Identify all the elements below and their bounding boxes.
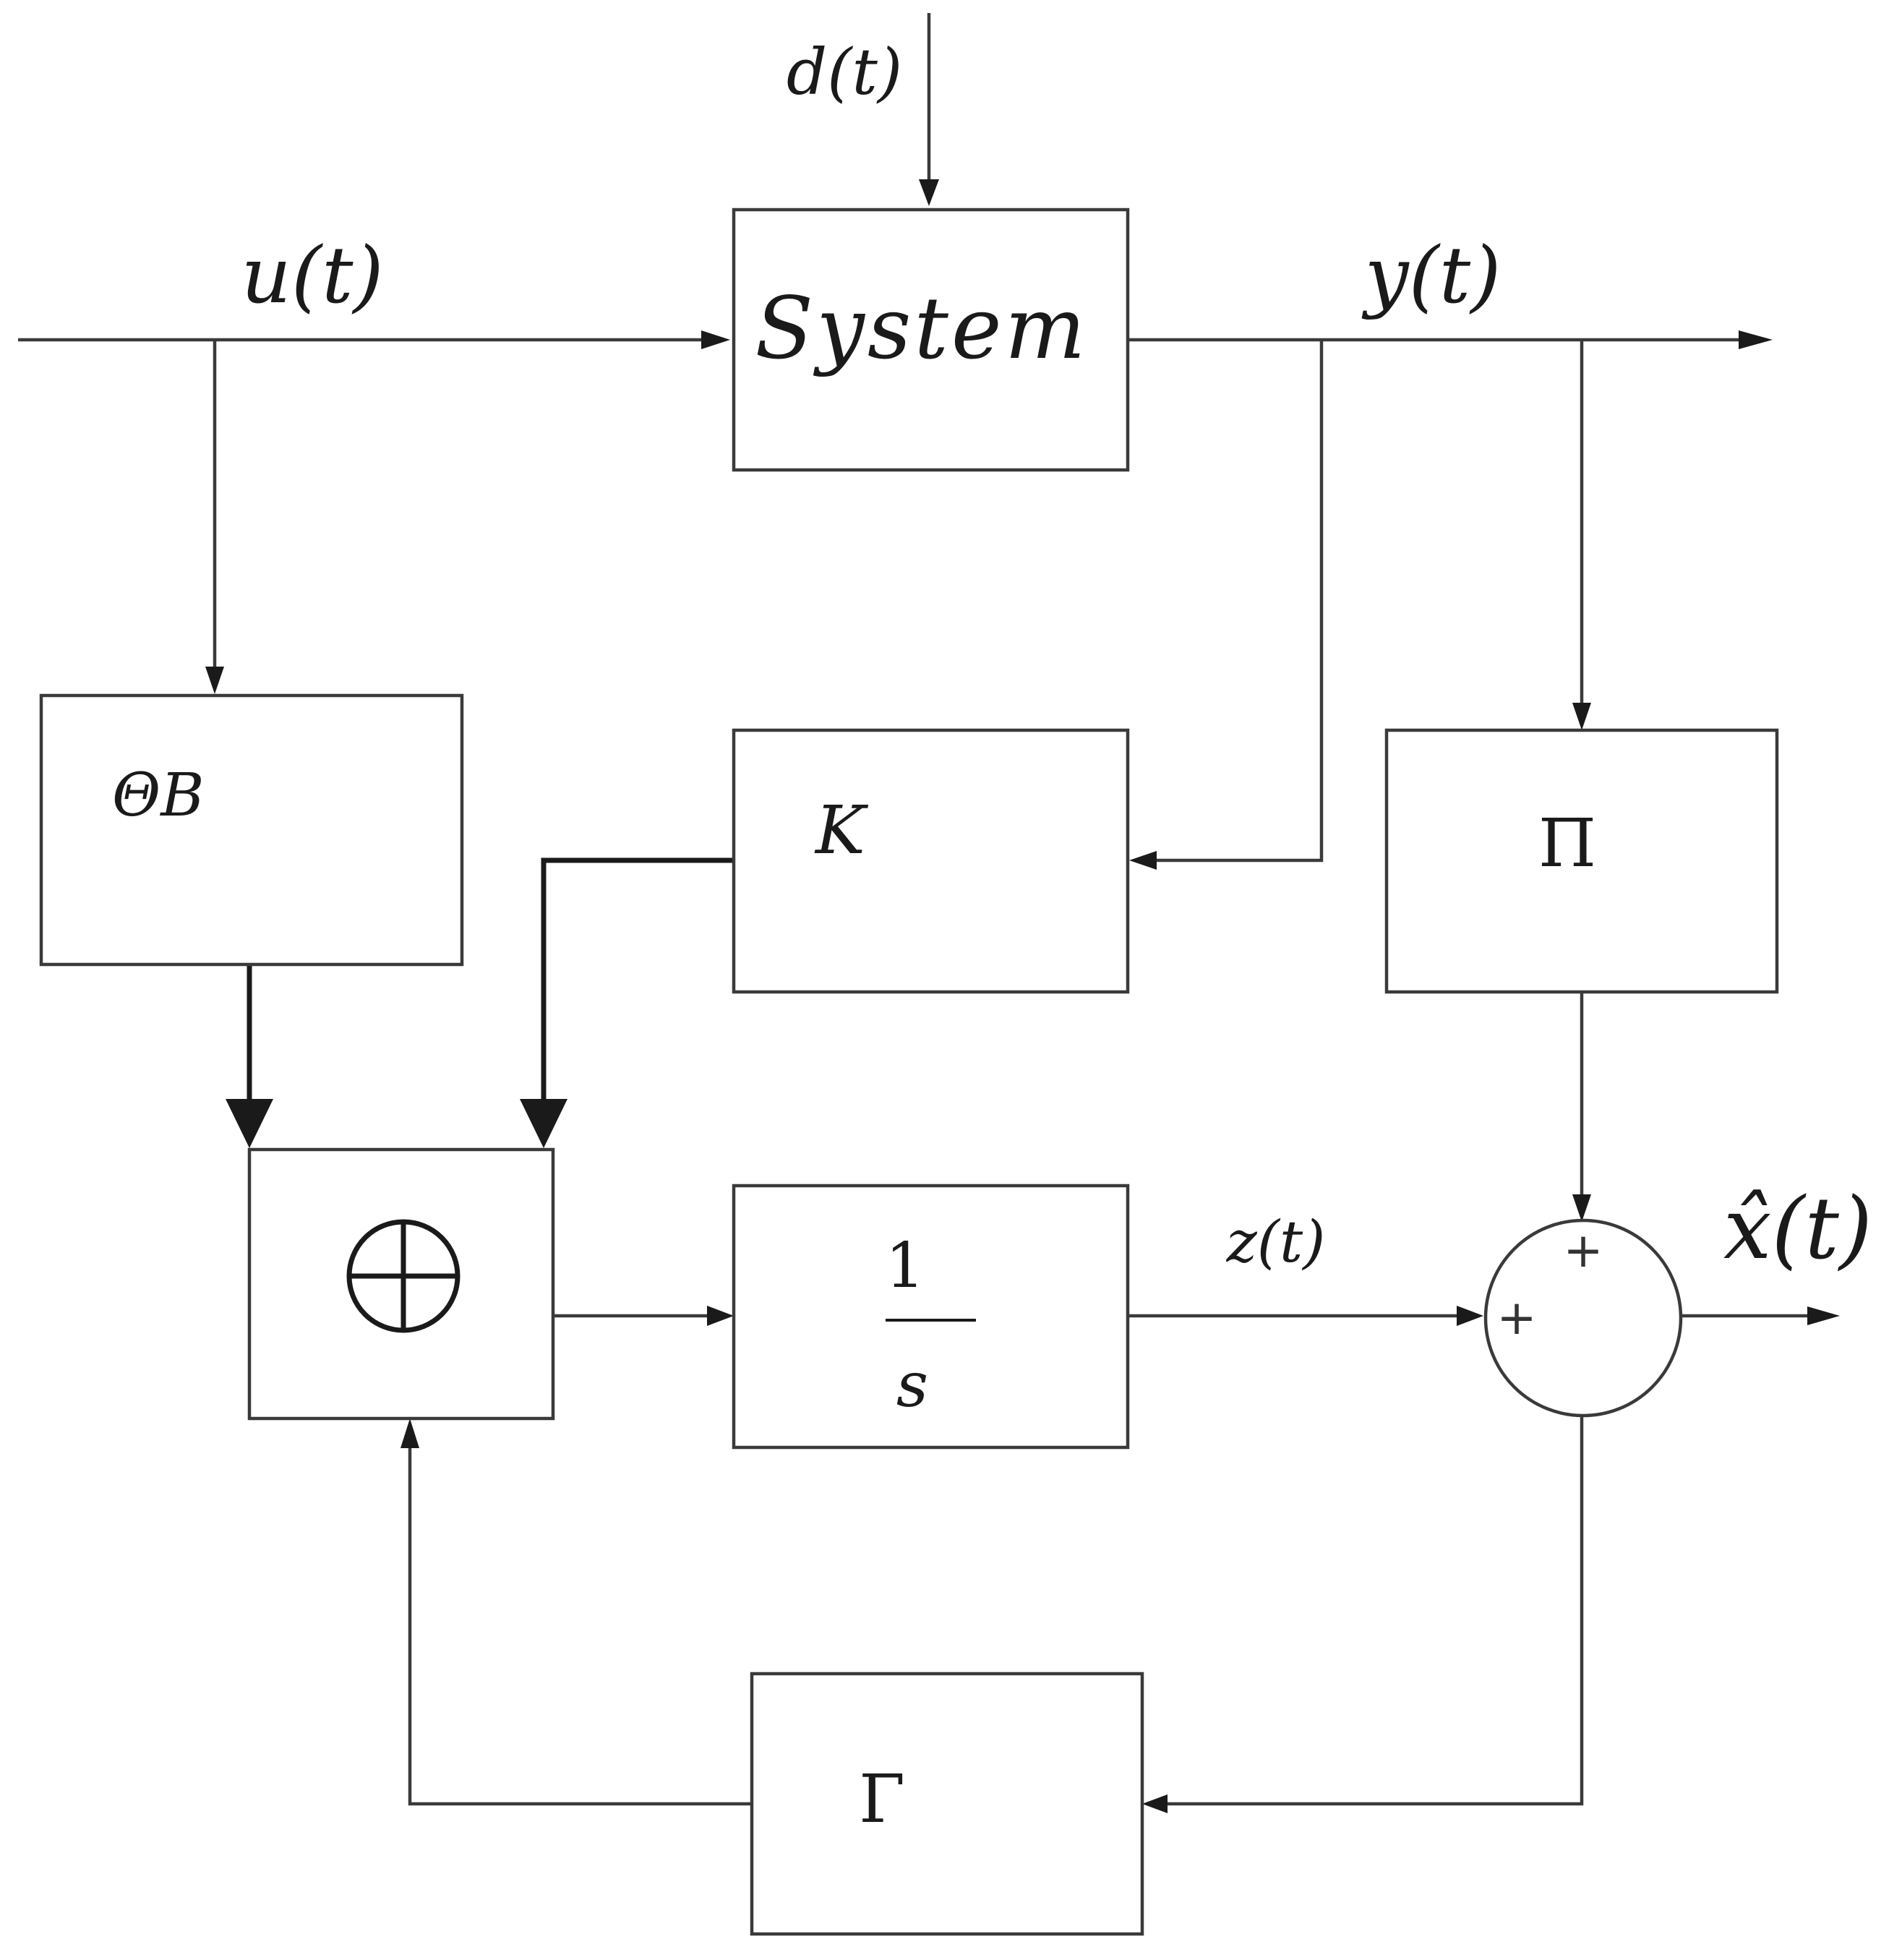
k-label: K <box>814 792 869 869</box>
arrowhead-input <box>701 330 730 349</box>
k-block: K <box>732 728 1130 994</box>
arrowhead-pi-to-junction <box>1572 1194 1591 1222</box>
arrowhead-thetab-to-sum <box>226 1099 273 1148</box>
wire-output-to-k <box>1153 340 1324 863</box>
summing-junction: + + <box>1483 1218 1683 1418</box>
wires <box>18 13 1815 1806</box>
arrowhead-k <box>1129 851 1157 870</box>
integrator-block: 1 s <box>732 1184 1130 1450</box>
arrowhead-output <box>1739 330 1773 349</box>
output-label: y(t) <box>1361 231 1502 321</box>
disturbance-label: d(t) <box>787 35 902 109</box>
system-block: System <box>732 207 1130 472</box>
wire-gamma-to-sum <box>408 1442 752 1806</box>
estimate-label: x̂(t) <box>1723 1178 1872 1278</box>
theta-b-block: ΘB <box>39 693 464 967</box>
theta-b-label: ΘB <box>112 761 204 830</box>
summer-block <box>247 1147 555 1421</box>
integrator-denominator: s <box>896 1349 928 1421</box>
arrowhead-z <box>1457 1306 1483 1326</box>
gamma-label: Γ <box>859 1760 905 1838</box>
arrowhead-disturbance <box>919 179 939 206</box>
signal-labels: d(t) u(t) y(t) z(t) x̂(t) <box>241 35 1872 1278</box>
pi-block: Π <box>1384 728 1779 994</box>
junction-sign-left: + <box>1496 1290 1536 1345</box>
pi-label: Π <box>1538 805 1596 882</box>
gamma-block: Γ <box>750 1672 1144 1936</box>
arrowhead-pi <box>1572 703 1591 730</box>
system-label: System <box>755 278 1088 378</box>
arrowhead-gamma-to-sum <box>400 1418 419 1448</box>
input-label: u(t) <box>241 231 383 321</box>
junction-sign-top: + <box>1563 1223 1603 1278</box>
arrowhead-thetab <box>205 667 224 694</box>
arrowhead-k-to-sum <box>520 1099 567 1148</box>
wire-junction-to-gamma <box>1164 1416 1584 1806</box>
arrowhead-estimate <box>1807 1306 1840 1325</box>
wire-k-to-sum <box>541 857 736 1103</box>
integrator-output-label: z(t) <box>1226 1208 1326 1275</box>
integrator-numerator: 1 <box>886 1230 925 1302</box>
arrowheads <box>205 179 1840 1813</box>
arrowhead-sum-to-integrator <box>707 1306 734 1326</box>
arrowhead-gamma <box>1142 1794 1168 1813</box>
